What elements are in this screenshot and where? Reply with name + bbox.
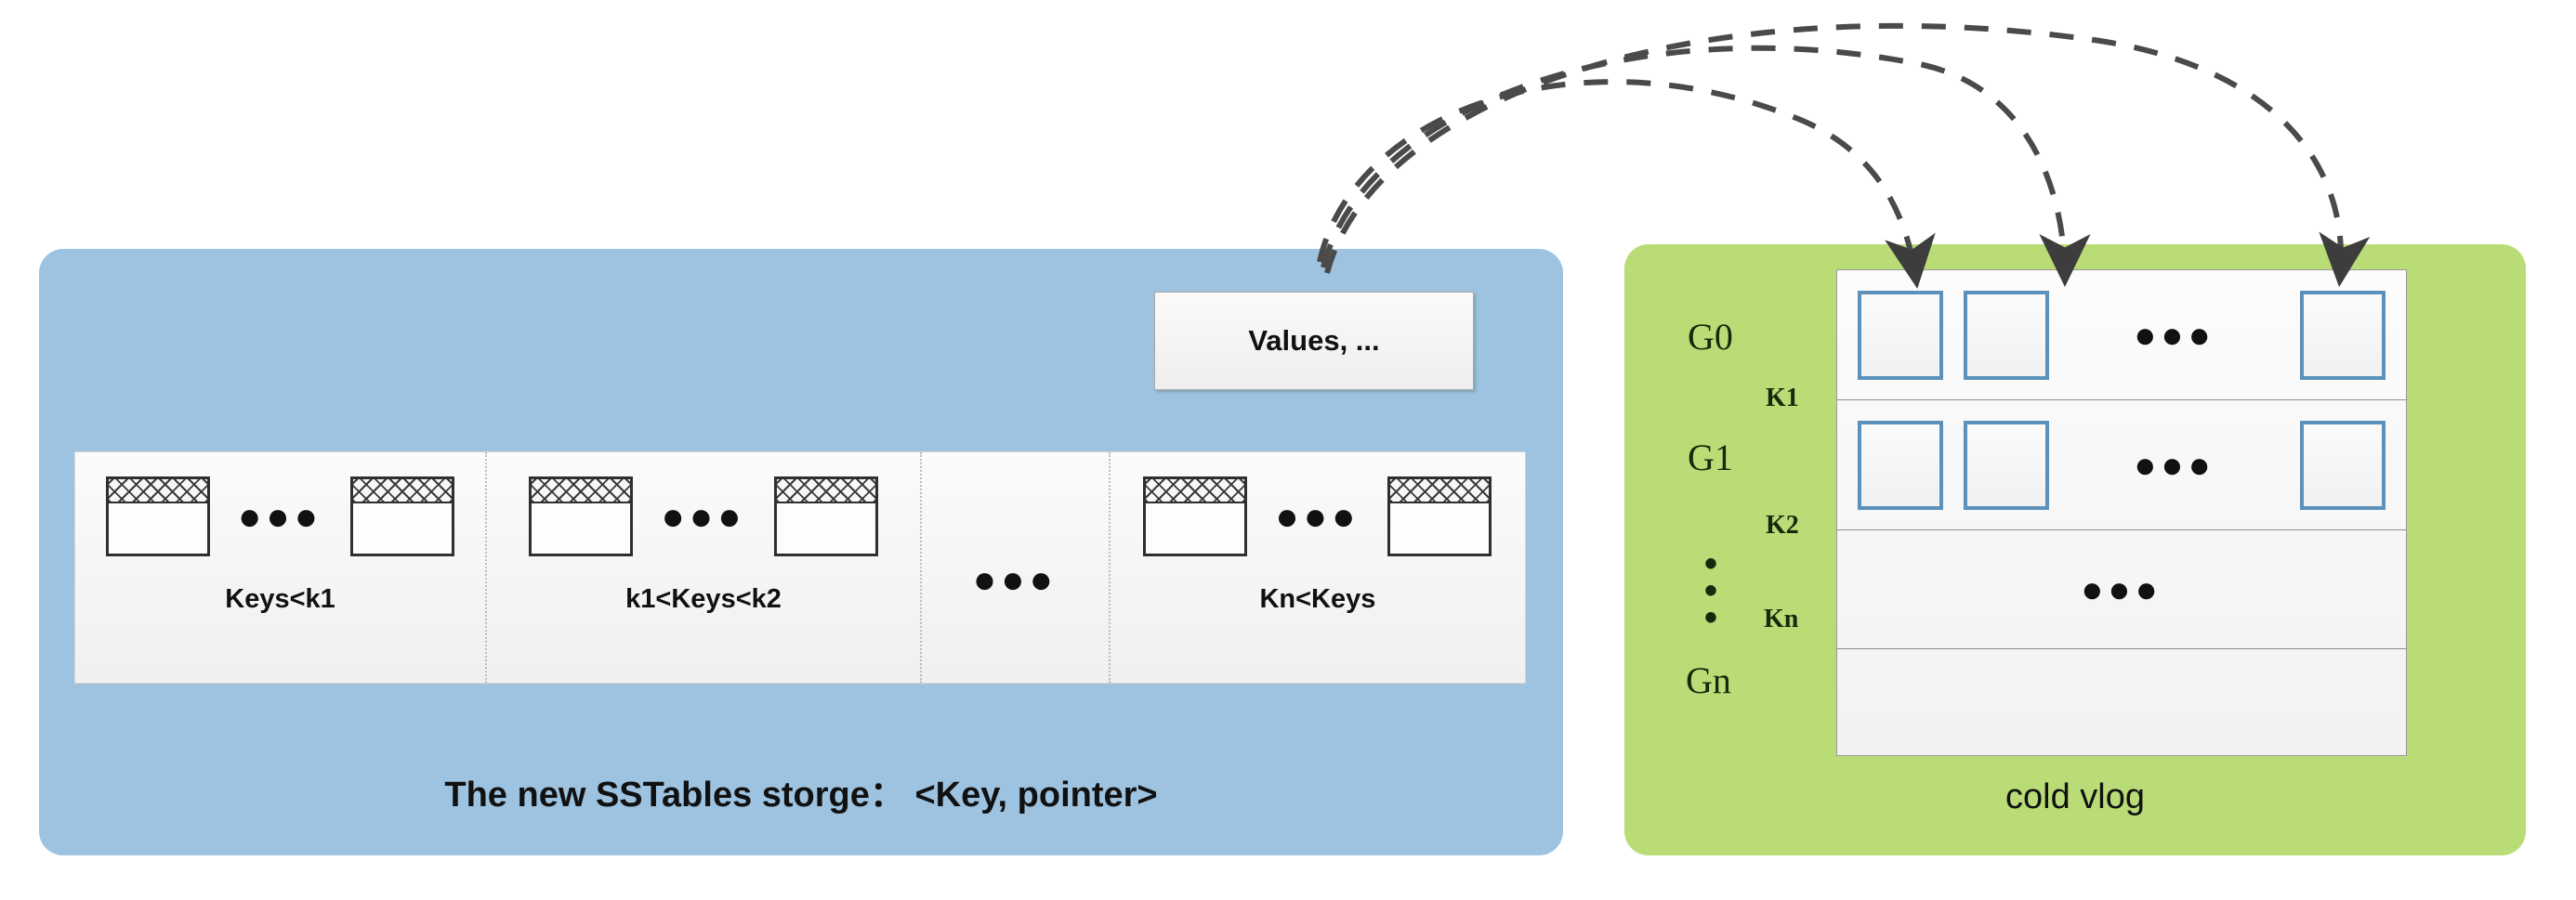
vlog-table: ●●● ●●● ●●●	[1836, 269, 2407, 756]
key-label-k2: K2	[1766, 511, 1799, 540]
vlog-value-box[interactable]	[1964, 420, 2049, 510]
ellipsis-icon: ●●●	[237, 493, 323, 538]
sstable-block-row: ●●●	[1111, 476, 1525, 556]
ellipsis-icon: ●●●	[1275, 493, 1360, 538]
block-header-hatch	[108, 479, 207, 503]
group-label-g1: G1	[1688, 437, 1733, 478]
sstable-block-row: ●●●	[487, 476, 920, 556]
segment-label: Keys<k1	[225, 584, 335, 614]
sstable-block[interactable]	[350, 476, 455, 556]
block-header-hatch	[1390, 479, 1490, 503]
block-header-hatch	[353, 479, 453, 503]
block-header-hatch	[1146, 479, 1245, 503]
segment-label: Kn<Keys	[1259, 584, 1376, 614]
sstable-block-row: ●●●	[75, 476, 485, 556]
sstable-segment-gap: ●●●	[922, 452, 1111, 683]
sstables-caption: The new SSTables storge： <Key, pointer>	[444, 776, 1158, 815]
vlog-value-box[interactable]	[1964, 290, 2049, 380]
sstable-block[interactable]	[773, 476, 878, 556]
sstable-segment[interactable]: ●●● Keys<k1	[75, 452, 488, 683]
sstable-block-row: ●●●	[922, 556, 1109, 601]
vlog-value-box[interactable]	[2300, 290, 2386, 380]
group-label-g0: G0	[1688, 316, 1733, 358]
vlog-value-box[interactable]	[2300, 420, 2386, 510]
pointer-arrow	[1324, 22, 2371, 287]
sstables-strip: ●●● Keys<k1 ●●● k1<Keys<k2 ●●●	[74, 451, 1526, 684]
sstable-block[interactable]	[529, 476, 634, 556]
sstable-block[interactable]	[1143, 476, 1248, 556]
key-label-kn: Kn	[1764, 605, 1799, 633]
sstable-segment[interactable]: ●●● k1<Keys<k2	[487, 452, 923, 683]
key-label-k1: K1	[1766, 384, 1799, 412]
sstable-block[interactable]	[1387, 476, 1492, 556]
block-header-hatch	[776, 479, 875, 503]
vlog-row-middle[interactable]: ●●●	[1837, 530, 2406, 649]
cold-vlog-panel: G0 K1 G1 K2 ••• Kn Gn ●●●	[1624, 244, 2526, 855]
ellipsis-icon: ●●●	[2134, 314, 2215, 356]
vlog-caption: cold vlog	[2005, 777, 2145, 816]
ellipsis-icon: ●●●	[972, 556, 1058, 601]
block-header-hatch	[532, 479, 631, 503]
ellipsis-icon: ●●●	[2081, 568, 2162, 610]
segment-label: k1<Keys<k2	[625, 584, 782, 614]
values-box[interactable]: Values, ...	[1154, 292, 1474, 390]
ellipsis-icon: ●●●	[2134, 444, 2215, 486]
vlog-value-box[interactable]	[1858, 420, 1943, 510]
sstable-segment[interactable]: ●●● Kn<Keys	[1111, 452, 1525, 683]
vertical-ellipsis-icon: •••	[1703, 543, 1717, 638]
vlog-row-gn[interactable]	[1837, 649, 2406, 755]
ellipsis-icon: ●●●	[661, 493, 746, 538]
vlog-row-g0[interactable]: ●●●	[1837, 270, 2406, 400]
group-label-gn: Gn	[1686, 659, 1731, 701]
vlog-row-g1[interactable]: ●●●	[1837, 400, 2406, 530]
sstable-block[interactable]	[105, 476, 210, 556]
vlog-value-box[interactable]	[1858, 290, 1943, 380]
